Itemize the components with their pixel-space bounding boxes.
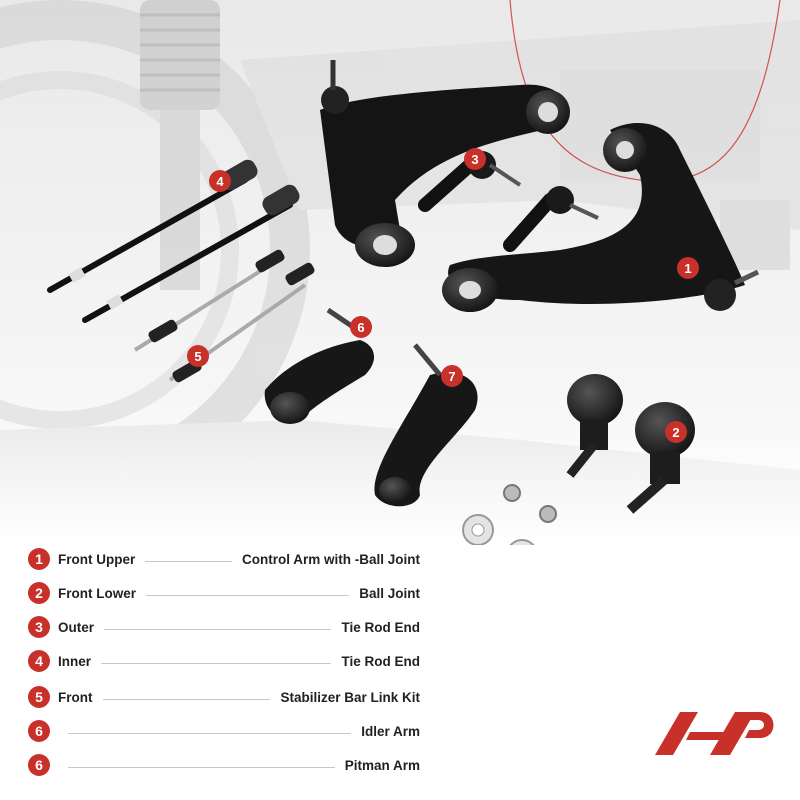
legend-position-label: Inner <box>58 653 92 669</box>
legend-row: 5 Front Stabilizer Bar Link Kit <box>28 685 420 709</box>
legend-number-badge: 4 <box>28 650 50 672</box>
legend-number-badge: 3 <box>28 616 50 638</box>
upper-control-arm-right <box>442 122 760 312</box>
callout-1: 1 <box>677 257 699 279</box>
stabilizer-bar-links <box>133 249 315 383</box>
callout-6: 6 <box>350 316 372 338</box>
legend-part-label: Pitman Arm <box>344 757 420 773</box>
legend-number-badge: 1 <box>28 548 50 570</box>
leader-line <box>145 560 232 562</box>
leader-line <box>68 766 335 768</box>
legend-row: 4 Inner Tie Rod End <box>28 649 420 673</box>
leader-line <box>104 628 332 630</box>
callout-2: 2 <box>665 421 687 443</box>
parts-photo: 4 3 1 6 5 7 2 <box>0 0 800 545</box>
callout-4-number: 4 <box>216 174 224 189</box>
legend-part-label: Idler Arm <box>361 723 420 739</box>
leader-line <box>101 662 332 664</box>
legend-part-label: Tie Rod End <box>341 653 420 669</box>
lower-ball-joints <box>566 374 695 514</box>
legend-part-label: Control Arm with -Ball Joint <box>242 551 420 567</box>
callout-5: 5 <box>187 345 209 367</box>
callout-6-number: 6 <box>357 320 364 335</box>
callout-7: 7 <box>441 365 463 387</box>
upper-control-arm-left <box>320 60 570 267</box>
callout-1-number: 1 <box>684 261 691 276</box>
hardware-nuts-washers <box>462 484 557 545</box>
legend-number-badge: 6 <box>28 754 50 776</box>
legend-row: 6 Pitman Arm <box>28 753 420 777</box>
inner-tie-rod-ends <box>47 159 300 323</box>
legend-number-badge: 5 <box>28 686 50 708</box>
leader-line <box>68 732 352 734</box>
leader-line <box>146 594 350 596</box>
callout-2-number: 2 <box>672 425 679 440</box>
legend-row: 6 Idler Arm <box>28 719 420 743</box>
callout-4: 4 <box>209 170 231 192</box>
callout-7-number: 7 <box>448 369 455 384</box>
legend-number-badge: 2 <box>28 582 50 604</box>
legend-row: 1 Front Upper Control Arm with -Ball Joi… <box>28 547 420 571</box>
legend-part-label: Tie Rod End <box>341 619 420 635</box>
legend-part-label: Ball Joint <box>359 585 420 601</box>
legend-number-badge: 6 <box>28 720 50 742</box>
leader-line <box>102 698 271 700</box>
callout-3: 3 <box>464 148 486 170</box>
callout-5-number: 5 <box>194 349 201 364</box>
legend-row: 3 Outer Tie Rod End <box>28 615 420 639</box>
pitman-arm <box>374 343 478 507</box>
legend-position-label: Front Lower <box>58 585 136 601</box>
legend-part-label: Stabilizer Bar Link Kit <box>280 689 420 705</box>
brand-logo <box>655 712 774 755</box>
legend-position-label: Outer <box>58 619 95 635</box>
legend-row: 2 Front Lower Ball Joint <box>28 581 420 605</box>
legend-position-label: Front <box>58 689 93 705</box>
callout-3-number: 3 <box>471 152 478 167</box>
legend-position-label: Front Upper <box>58 551 136 567</box>
